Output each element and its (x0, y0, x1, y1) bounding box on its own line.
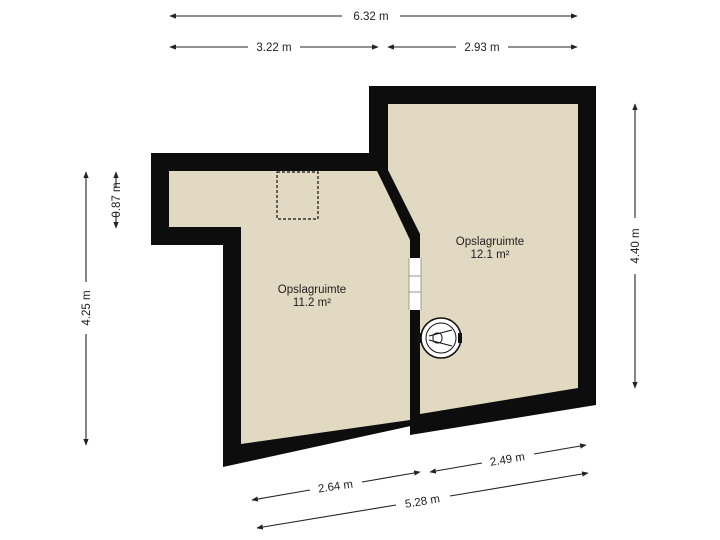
dimension-top-right: 2.93 m (387, 42, 578, 54)
dimension-label: 2.93 m (464, 42, 499, 54)
dimension-left-total: 4.25 m (81, 171, 93, 446)
room-name: Opslagruimte (456, 236, 524, 248)
dimension-top-total: 6.32 m (169, 11, 578, 23)
dimension-top-left: 3.22 m (169, 42, 379, 54)
room-label-right: Opslagruimte 12.1 m² (456, 236, 524, 261)
dimension-bottom-right: 2.49 m (429, 443, 587, 474)
interior-wall (377, 170, 420, 420)
dimension-label: 4.25 m (81, 290, 93, 325)
room-area: 12.1 m² (471, 249, 510, 261)
dimension-left-small: 0.87 m (111, 171, 123, 229)
dimension-label: 2.64 m (317, 478, 354, 495)
dimension-label: 4.40 m (630, 228, 642, 263)
room-area: 11.2 m² (293, 297, 331, 309)
dimension-label: 0.87 m (111, 182, 123, 217)
boiler-icon (417, 317, 462, 359)
dimension-bottom-total: 5.28 m (256, 471, 589, 530)
floor-left-room (169, 171, 410, 444)
dimension-label: 6.32 m (353, 11, 388, 23)
dimension-right-total: 4.40 m (630, 103, 642, 389)
hatch-icon (276, 171, 319, 220)
dimension-label: 5.28 m (404, 493, 441, 511)
dimension-label: 3.22 m (256, 42, 291, 54)
room-label-left: Opslagruimte 11.2 m² (278, 284, 346, 309)
door-icon (408, 258, 422, 310)
dimension-label: 2.49 m (489, 451, 526, 469)
dimension-bottom-left: 2.64 m (251, 470, 421, 502)
room-name: Opslagruimte (278, 284, 346, 296)
